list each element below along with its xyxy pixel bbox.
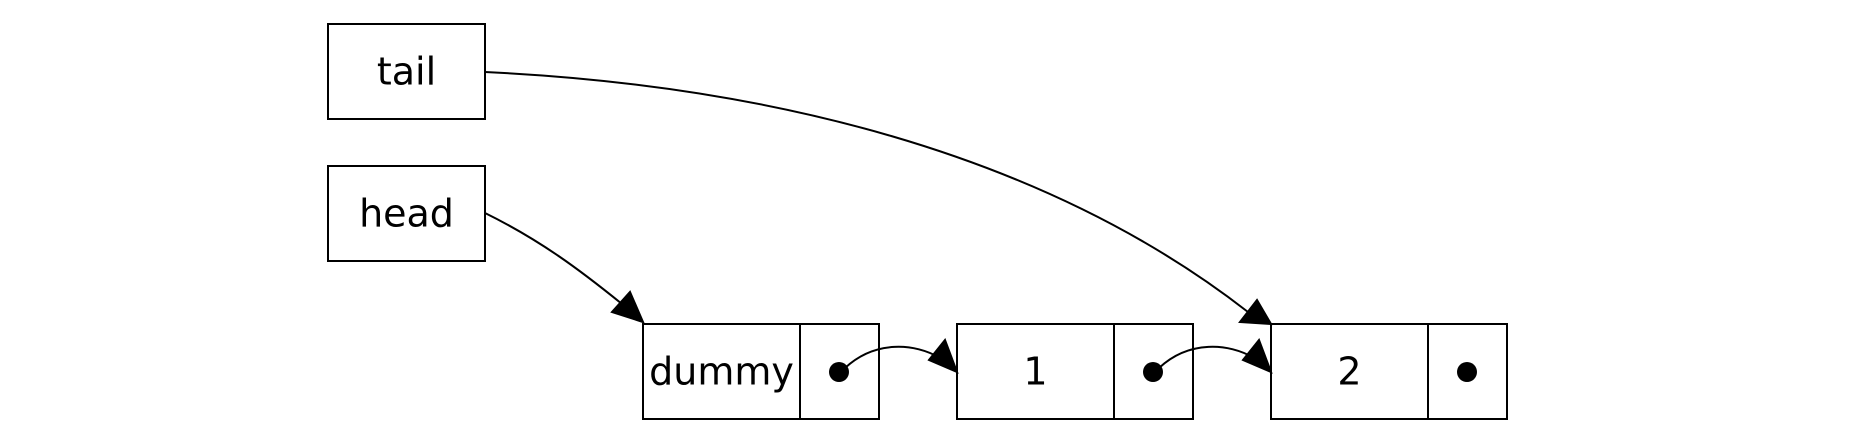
list-node-2: 2 — [1270, 323, 1508, 420]
tail-pointer: tail — [327, 23, 486, 120]
list-node-dummy: dummy — [642, 323, 880, 420]
next-pointer-dot — [1143, 362, 1163, 382]
node-value-label: 2 — [1337, 350, 1361, 394]
node-value-label: 1 — [1023, 350, 1047, 394]
tail-label: tail — [377, 50, 436, 94]
head-pointer: head — [327, 165, 486, 262]
node-value-label: dummy — [649, 350, 794, 394]
node-1-to-node-2-arrow — [1158, 338, 1273, 374]
tail-to-node-2-arrow — [484, 71, 1273, 326]
list-node-1: 1 — [956, 323, 1194, 420]
dummy-to-node-1-arrow — [844, 338, 959, 374]
tail-box — [327, 23, 486, 120]
head-label: head — [359, 192, 454, 236]
node-value-cell — [642, 323, 801, 420]
null-pointer-dot — [1457, 362, 1477, 382]
next-pointer-dot — [829, 362, 849, 382]
head-to-dummy-arrow — [484, 212, 645, 324]
node-value-cell — [956, 323, 1115, 420]
head-box — [327, 165, 486, 262]
node-next-cell — [1427, 323, 1508, 420]
node-value-cell — [1270, 323, 1429, 420]
